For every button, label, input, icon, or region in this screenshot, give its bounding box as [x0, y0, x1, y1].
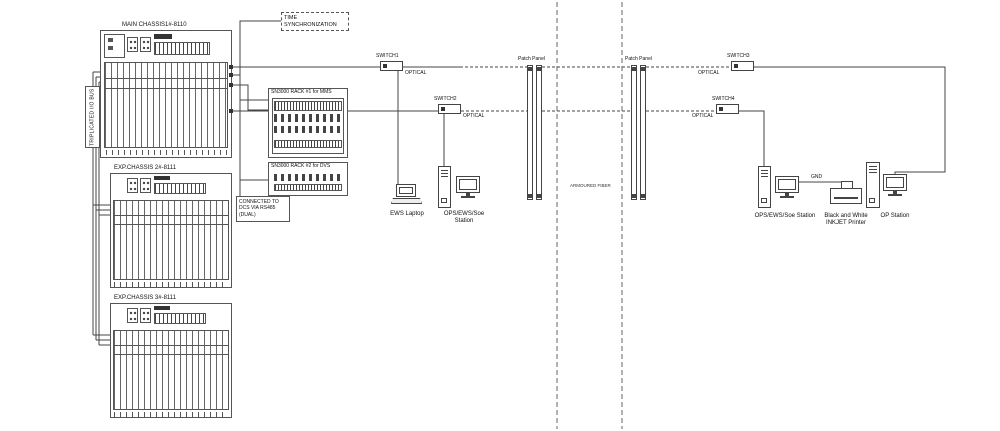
rack1-module-row-2	[274, 114, 342, 122]
chassis-main-port-4	[229, 109, 233, 113]
printer-label: Black and White INKJET Printer	[822, 213, 870, 227]
rack2-label: SN3000 RACK #2 for DVS	[271, 163, 331, 169]
laptop-base-icon	[391, 198, 422, 204]
printer-label-line2: INKJET Printer	[826, 219, 866, 226]
ops-mid-monitor-base	[461, 196, 475, 198]
chassis-main-psu-1	[127, 37, 138, 52]
switch3-optical-label: OPTICAL	[698, 70, 720, 76]
time-sync-box: TIME SYNCHRONIZATION	[281, 12, 349, 31]
rack2-module-row-2	[274, 184, 342, 191]
rack1-module-row-3	[274, 126, 342, 133]
op-station-monitor-stand	[893, 191, 897, 194]
chassis-exp2-psu-1	[127, 178, 138, 193]
ops-right-tower-icon	[758, 166, 771, 208]
chassis-main-port-2	[229, 73, 233, 77]
chassis-exp3-psu-1	[127, 308, 138, 323]
switch1	[380, 61, 403, 71]
op-station-monitor-icon	[883, 174, 907, 191]
rack1-label: SN3000 RACK #1 for MMS	[271, 89, 332, 95]
patch-panel-left-bar-2	[536, 65, 542, 200]
switch4-label: SWITCH4	[712, 96, 735, 102]
chassis-exp3-label: EXP.CHASSIS 3#-8111	[114, 295, 177, 301]
ews-laptop-label: EWS Laptop	[390, 211, 424, 217]
chassis-main-port-1	[229, 65, 233, 69]
op-station-label: OP Station	[880, 213, 910, 219]
solid-wires	[232, 20, 946, 196]
switch1-optical-label: OPTICAL	[405, 70, 427, 76]
rack1-module-row-4	[274, 140, 342, 148]
printer-label-line1: Black and White	[824, 213, 868, 219]
chassis-exp3-psu-2	[140, 308, 151, 323]
patch-panel-right-label: Patch Panel	[625, 56, 652, 62]
switch4-optical-label: OPTICAL	[692, 113, 714, 119]
op-station-monitor-base	[888, 194, 902, 196]
chassis-exp2-label: EXP.CHASSIS 2#-8111	[114, 165, 177, 171]
patch-panel-left-label: Patch Panel	[518, 56, 545, 62]
chassis-exp2-logo-chip	[154, 176, 170, 180]
chassis-main-label-strip	[154, 42, 210, 55]
chassis-exp3-terminals	[114, 412, 228, 417]
gnd-label: GND	[811, 174, 823, 180]
io-bus-label: TRIPLICATED I/O BUS	[85, 86, 100, 148]
dcs-note-box: CONNECTED TO DCS VIA RS485 (DUAL)	[236, 196, 290, 222]
patch-panel-right-bar-1	[631, 65, 637, 200]
ops-right-monitor-base	[780, 196, 794, 198]
patch-panel-right-bar-2	[640, 65, 646, 200]
boundary-lines	[556, 2, 623, 429]
ops-mid-monitor-stand	[466, 193, 470, 196]
chassis-main-psu-2	[140, 37, 151, 52]
chassis-exp2-label-strip	[154, 183, 206, 194]
chassis-exp2-terminals	[114, 282, 228, 287]
chassis-exp3-label-strip	[154, 313, 206, 324]
op-station-tower-icon	[866, 162, 880, 208]
chassis-main-cpu-module	[104, 34, 125, 58]
switch3-label: SWITCH3	[727, 53, 750, 59]
switch2-optical-label: OPTICAL	[463, 113, 485, 119]
switch1-label: SWITCH1	[376, 53, 399, 59]
ops-mid-tower-icon	[438, 166, 451, 208]
chassis-exp2-card-slots	[113, 200, 229, 280]
chassis-exp3-logo-chip	[154, 306, 170, 310]
switch2-label: SWITCH2	[434, 96, 457, 102]
fiber-run-note: ARMOURED FIBER	[570, 183, 611, 188]
patch-panel-left-bar-1	[527, 65, 533, 200]
chassis-exp2-psu-2	[140, 178, 151, 193]
rack1-module-row-1	[274, 101, 342, 111]
ops-mid-monitor-icon	[456, 176, 480, 193]
ops-right-monitor-icon	[775, 176, 799, 193]
chassis-main-card-slots	[104, 62, 228, 148]
switch2	[438, 104, 461, 114]
ops-right-label: OPS/EWS/Soe Station	[754, 213, 816, 219]
chassis-main-terminals	[106, 150, 228, 155]
fiber-wires	[460, 66, 731, 112]
chassis-exp3-card-slots	[113, 330, 229, 410]
switch3	[731, 61, 754, 71]
ops-right-monitor-stand	[785, 193, 789, 196]
printer-body-icon	[830, 188, 862, 204]
ops-mid-label: OPS/EWS/Soe Station	[443, 211, 485, 224]
chassis-main-port-3	[229, 83, 233, 87]
io-bus-wires	[92, 71, 110, 346]
rack2-module-row-1	[274, 174, 342, 181]
laptop-screen-icon	[396, 184, 416, 197]
chassis-main-label: MAIN CHASSIS1#-8110	[122, 22, 187, 28]
switch4	[716, 104, 739, 114]
chassis-main-logo-chip	[154, 34, 172, 39]
